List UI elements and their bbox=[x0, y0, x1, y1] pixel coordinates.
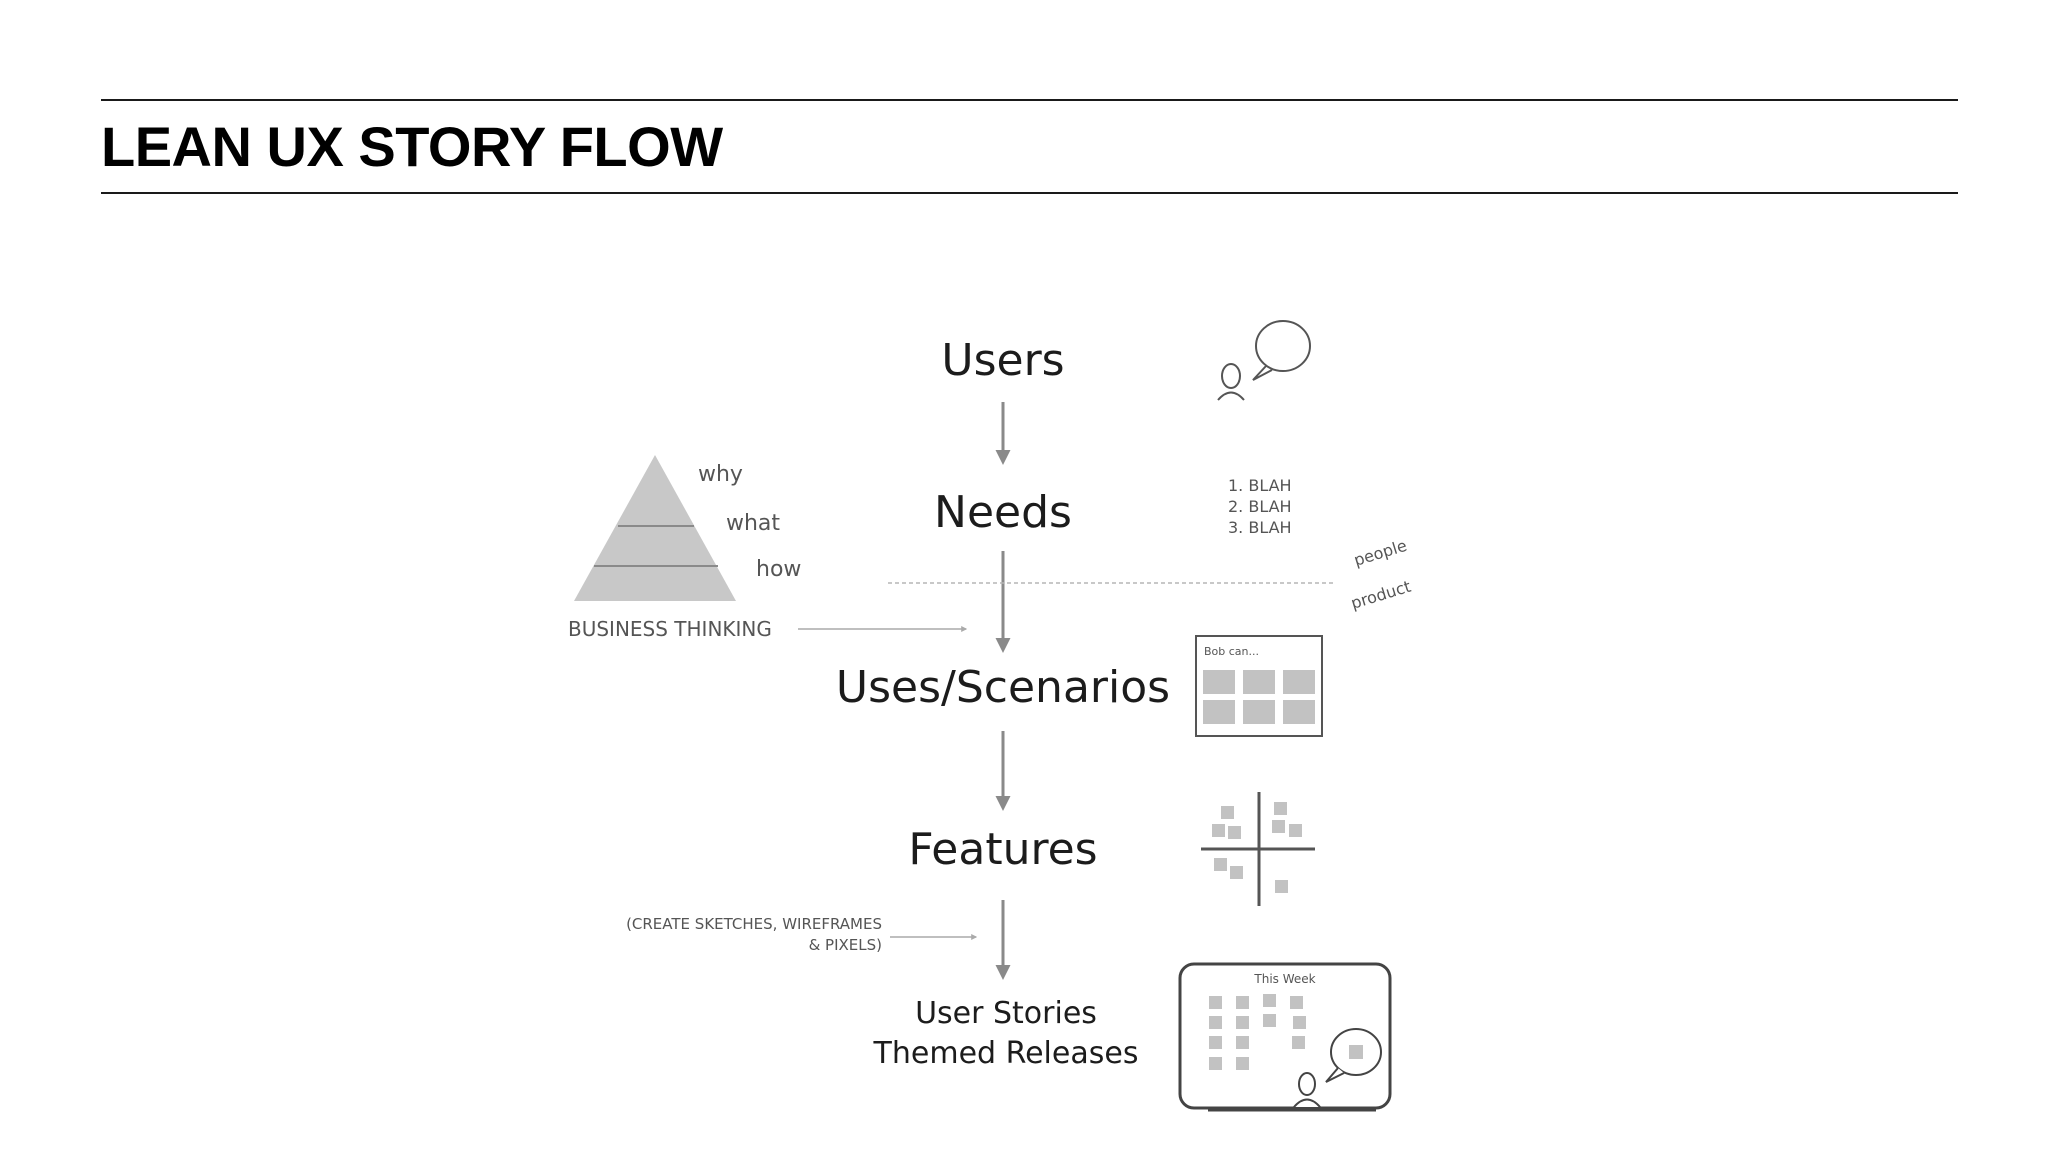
sketch-note-line-2: & PIXELS) bbox=[809, 936, 882, 954]
pyramid-label-why: why bbox=[698, 462, 743, 487]
scenario-card-icon bbox=[1195, 635, 1323, 737]
divider-label-people: people bbox=[1352, 536, 1409, 570]
board-label: This Week bbox=[1253, 972, 1315, 986]
needs-list-item-1: 1. BLAH bbox=[1228, 476, 1292, 495]
title-top-rule bbox=[101, 99, 1958, 101]
sketch-note-line-1: (CREATE SKETCHES, WIREFRAMES bbox=[626, 915, 882, 933]
scenario-card-label: Bob can... bbox=[1204, 645, 1259, 658]
flow-node-uses-scenarios: Uses/Scenarios bbox=[836, 662, 1170, 713]
business-thinking-caption: BUSINESS THINKING bbox=[568, 617, 772, 641]
pyramid-icon bbox=[574, 455, 736, 601]
user-speech-icon bbox=[1217, 320, 1311, 401]
flow-node-users: Users bbox=[941, 335, 1064, 386]
flow-node-themed-releases: Themed Releases bbox=[873, 1036, 1139, 1071]
title-bottom-rule bbox=[101, 192, 1958, 194]
pyramid-label-what: what bbox=[726, 511, 780, 536]
needs-list-item-3: 3. BLAH bbox=[1228, 518, 1292, 537]
flow-node-features: Features bbox=[908, 824, 1097, 875]
this-week-board-icon bbox=[1178, 962, 1392, 1112]
flow-node-user-stories: User Stories bbox=[915, 996, 1097, 1031]
slide-title: LEAN UX STORY FLOW bbox=[101, 115, 723, 178]
needs-list-item-2: 2. BLAH bbox=[1228, 497, 1292, 516]
flow-node-needs: Needs bbox=[934, 487, 1072, 538]
divider-label-product: product bbox=[1349, 577, 1413, 613]
pyramid-label-how: how bbox=[756, 557, 801, 582]
feature-quadrant-icon bbox=[1201, 792, 1315, 906]
